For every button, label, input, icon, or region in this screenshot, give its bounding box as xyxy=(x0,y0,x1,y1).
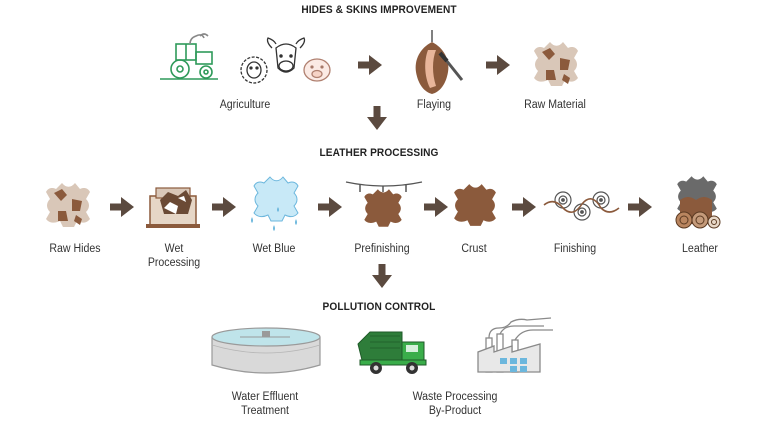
flaying-icon xyxy=(415,30,464,94)
label-raw-hides: Raw Hides xyxy=(49,243,101,255)
arrow-icon xyxy=(372,264,392,288)
wet-blue-hide-icon xyxy=(251,176,299,231)
arrow-icon xyxy=(512,197,536,217)
arrow-icon xyxy=(110,197,134,217)
arrow-icon xyxy=(212,197,236,217)
prefinishing-hide-icon xyxy=(345,181,423,227)
label-leather: Leather xyxy=(682,243,718,255)
label-crust: Crust xyxy=(461,243,487,255)
label-finishing: Finishing xyxy=(553,243,597,255)
raw-material-hide-icon xyxy=(534,42,578,86)
water-tank-icon xyxy=(211,327,321,374)
raw-hides-icon xyxy=(46,183,90,227)
sheep-icon xyxy=(240,56,268,84)
label-raw-material: Raw Material xyxy=(524,99,586,111)
heading-hides-skins-improvement: HIDES & SKINS IMPROVEMENT xyxy=(301,4,457,16)
heading-pollution-control: POLLUTION CONTROL xyxy=(322,301,436,313)
tractor-icon xyxy=(160,33,218,80)
cow-icon xyxy=(266,37,306,73)
arrow-icon xyxy=(628,197,652,217)
finishing-rollers-icon xyxy=(543,191,620,221)
heading-leather-processing: LEATHER PROCESSING xyxy=(319,147,439,159)
label-wet-blue: Wet Blue xyxy=(252,243,296,255)
pig-icon xyxy=(303,58,331,82)
wet-processing-drum-icon xyxy=(146,187,200,228)
arrow-icon xyxy=(358,55,382,75)
arrow-icon xyxy=(318,197,342,217)
crust-hide-icon xyxy=(454,184,496,226)
dump-truck-icon xyxy=(357,331,427,374)
label-flaying: Flaying xyxy=(416,99,452,111)
label-prefinishing: Prefinishing xyxy=(354,243,410,255)
factory-icon xyxy=(477,317,553,373)
arrow-icon xyxy=(486,55,510,75)
label-agriculture: Agriculture xyxy=(219,99,271,111)
leather-rolls-icon xyxy=(675,176,721,229)
arrow-icon xyxy=(424,197,448,217)
